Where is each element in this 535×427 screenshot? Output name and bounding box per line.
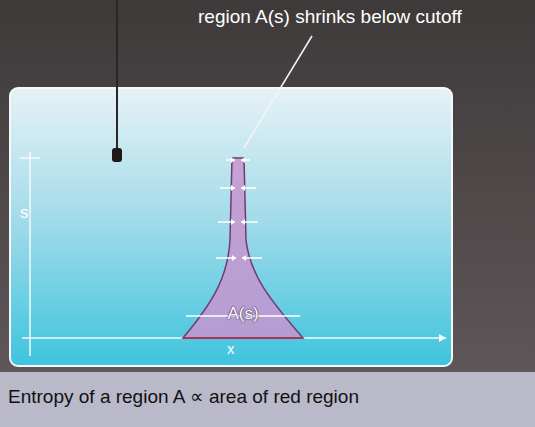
region-base	[183, 337, 303, 339]
caption-band	[0, 372, 535, 427]
shrink-arrowhead	[241, 157, 245, 163]
region-label: A(s)	[227, 304, 258, 324]
shrink-arrowhead	[231, 219, 235, 225]
shrink-arrowhead	[231, 185, 235, 191]
shrink-arrowhead	[242, 255, 246, 261]
region-fill	[183, 158, 303, 338]
shrink-arrowhead	[232, 255, 236, 261]
room-background	[0, 0, 535, 372]
caption: Entropy of a region A ∝ area of red regi…	[8, 386, 359, 408]
microphone	[112, 148, 122, 162]
axis-label: s	[20, 203, 29, 223]
leader-line	[244, 36, 312, 148]
s-axis-tick	[20, 157, 40, 159]
s-axis	[29, 152, 31, 356]
microphone-cable	[116, 0, 118, 150]
shrink-arrowhead	[241, 219, 245, 225]
region-shape: A(s)	[178, 148, 308, 342]
shrink-arrowhead	[241, 185, 245, 191]
x-axis	[22, 337, 446, 339]
shrink-arrowhead	[231, 157, 235, 163]
callout-text: region A(s) shrinks below cutoff	[198, 6, 462, 28]
plot-panel	[10, 88, 452, 366]
axis-label: x	[227, 340, 235, 357]
x-axis-arrowhead	[439, 334, 446, 342]
